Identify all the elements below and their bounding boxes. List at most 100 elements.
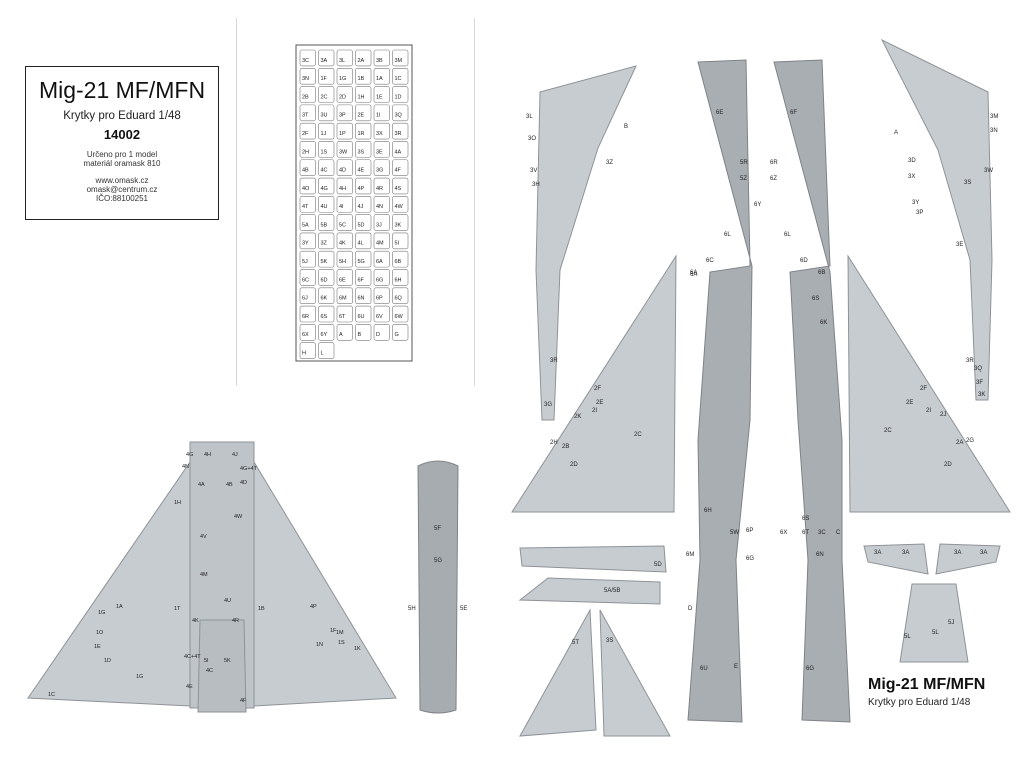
mask-sheet-label: 1R [358, 131, 365, 137]
mask-sheet-label: 1S [321, 149, 328, 155]
mask-sheet-cell [392, 324, 409, 341]
mask-sheet-cell [336, 159, 353, 176]
mask-sheet-label: 3Z [321, 241, 328, 247]
mask-sheet-cell [318, 141, 335, 158]
mask-sheet-label: 6V [376, 314, 383, 320]
mask-sheet-cell [318, 342, 335, 359]
fuselage-right-label: 6N [816, 552, 824, 558]
mask-sheet-cell [299, 177, 316, 195]
mask-sheet-label: 3T [302, 113, 309, 119]
mask-sheet-cell [299, 67, 316, 85]
title-box-web: www.omask.cz [95, 176, 149, 185]
underside-label: 1T [174, 606, 181, 612]
tank-label: 5G [434, 558, 442, 564]
mask-sheet-cell [318, 67, 335, 85]
mask-sheet-label: 4F [395, 168, 402, 174]
mask-sheet-label: 4E [358, 168, 365, 174]
mask-sheet-cell [392, 122, 409, 140]
underside-label: 4R [232, 618, 239, 624]
wing-left-label: 2B [562, 444, 569, 450]
mask-sheet-cell [373, 122, 390, 140]
mask-sheet-label: 1E [376, 94, 383, 100]
mask-sheet-label: 2C [321, 94, 328, 100]
mask-sheet-label: 4S [395, 186, 402, 192]
fin-right-label: 3K [978, 392, 985, 398]
fin-right-label: 3X [908, 174, 915, 180]
mask-sheet-label: 4K [339, 241, 346, 247]
mask-sheet-cell [373, 104, 390, 122]
title-box-line2: materiál oramask 810 [83, 159, 161, 168]
fuselage-right-body [773, 59, 851, 723]
fuselage-left-label: 5W [730, 530, 739, 536]
mask-sheet-label: 6X [302, 332, 309, 338]
small-parts-label: 3S [606, 638, 613, 644]
mask-sheet-cell [336, 49, 353, 67]
mask-sheet-label: 4A [395, 149, 402, 155]
underside-label: 4B [226, 482, 233, 488]
mask-sheet-cell [392, 177, 409, 195]
bottom-title-subtitle: Krytky pro Eduard 1/48 [868, 697, 971, 708]
mask-sheet-label: 5B [321, 222, 328, 228]
mask-sheet-label: 6S [321, 314, 328, 320]
mask-sheet-cell [318, 49, 335, 67]
underside-label: 4D [240, 480, 247, 486]
mask-sheet-cell [355, 214, 372, 231]
small-parts-label: 3A [954, 550, 961, 556]
mask-sheet-cell [299, 269, 316, 286]
mask-sheet-cell [318, 122, 335, 140]
fuselage-left-label: 6C [706, 258, 714, 264]
mask-sheet-label: 6F [358, 277, 365, 283]
wing-left-label: 2E [596, 400, 603, 406]
mask-sheet-cell [355, 122, 372, 140]
mask-sheet-label: 6C [302, 277, 309, 283]
mask-sheet-cell [336, 67, 353, 85]
mask-sheet-cell [392, 141, 409, 158]
fuselage-left-label: 6A [690, 270, 697, 276]
wing-right-label: 2I [926, 408, 931, 414]
underside-label: 1S [338, 640, 345, 646]
fin-left-label: 3Z [606, 160, 613, 166]
mask-sheet-label: 5K [321, 259, 328, 265]
part-strake-upper [519, 545, 667, 573]
mask-sheet-cell [392, 104, 409, 122]
mask-sheet-cell [336, 214, 353, 231]
small-parts-label: 5L [904, 634, 911, 640]
mask-sheet-label: 5H [339, 259, 346, 265]
mask-sheet-cell [318, 214, 335, 231]
wing-right-body [847, 254, 1011, 513]
mask-sheet-label: 2F [302, 131, 309, 137]
underside-label: 4C [206, 668, 213, 674]
mask-sheet-cell [336, 196, 353, 213]
mask-sheet-cell [392, 214, 409, 231]
fuselage-right-label: 6L [784, 232, 791, 238]
mask-sheet-cell [392, 159, 409, 176]
wing-left-label: 2I [592, 408, 597, 414]
underside-label: 4M [200, 572, 208, 578]
mask-sheet-label: 5D [358, 222, 365, 228]
wing-left-label: 2F [594, 386, 601, 392]
wing-left-label: 2D [570, 462, 578, 468]
mask-sheet-cell [299, 250, 316, 268]
mask-sheet-cells [299, 49, 409, 359]
mask-sheet-cell [392, 250, 409, 268]
underside-label: 1C [48, 692, 55, 698]
title-box-email: omask@centrum.cz [86, 185, 158, 194]
mask-sheet-cell [355, 250, 372, 268]
mask-sheet-label: 1H [358, 94, 365, 100]
mask-sheet-label: 6W [395, 314, 404, 320]
tank-label: 5F [434, 526, 441, 532]
mask-sheet-cell [373, 324, 390, 341]
mask-sheet-cell [373, 232, 390, 250]
mask-sheet-cell [336, 86, 353, 103]
mask-sheet-label: 6Q [395, 296, 403, 302]
mask-sheet-cell [355, 324, 372, 341]
mask-sheet-label: 2H [302, 149, 309, 155]
mask-sheet-cell [392, 287, 409, 304]
wing-right-label: 2J [940, 412, 946, 418]
mask-sheet-cell [318, 324, 335, 341]
mask-sheet-label: 4O [302, 186, 310, 192]
bottom-title: Mig-21 MF/MFN Krytky pro Eduard 1/48 [868, 676, 985, 708]
fuselage-left-label: 6H [704, 508, 712, 514]
